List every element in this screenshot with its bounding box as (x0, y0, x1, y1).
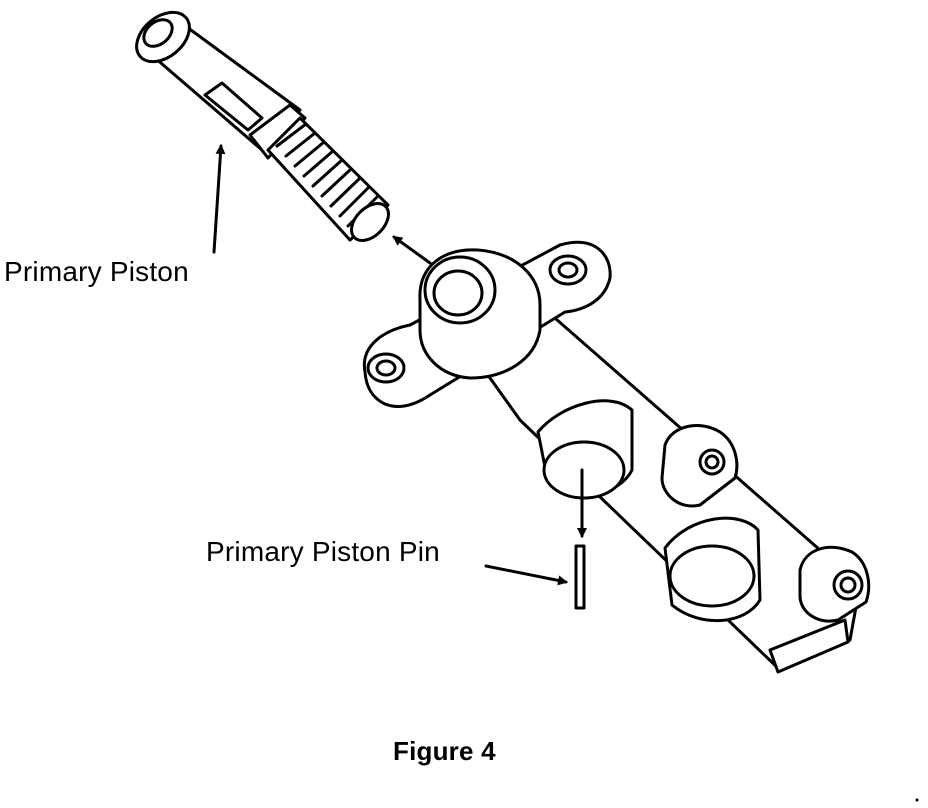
stray-dot (915, 798, 919, 802)
primary-piston-label: Primary Piston (4, 256, 189, 287)
primary-piston-pin-label: Primary Piston Pin (206, 536, 440, 567)
primary-piston-leader-arrow (212, 144, 226, 254)
spring-coils (275, 122, 380, 228)
figure-caption: Figure 4 (393, 736, 496, 766)
primary-piston-pin (574, 544, 586, 610)
removal-direction-arrow (392, 235, 432, 265)
master-cylinder-body (362, 240, 871, 674)
primary-piston-illustration (135, 10, 390, 242)
primary-piston-pin-leader-arrow (484, 564, 568, 586)
